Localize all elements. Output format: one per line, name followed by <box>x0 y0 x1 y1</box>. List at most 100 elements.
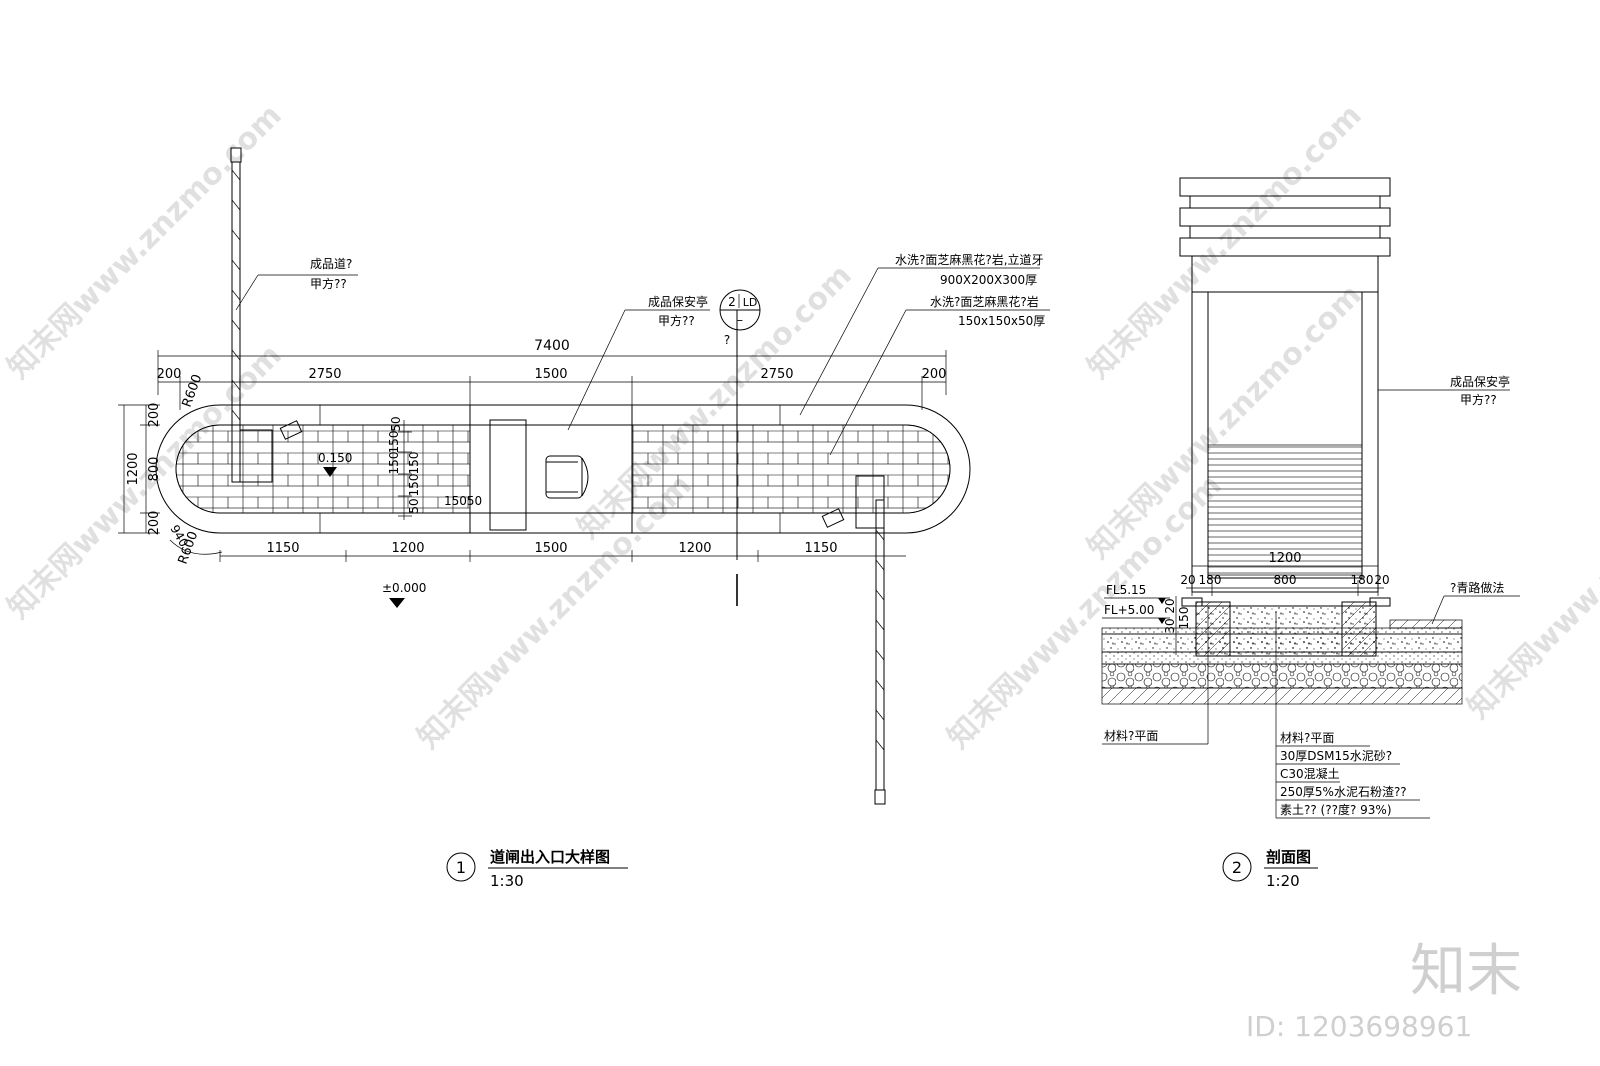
svg-text:?青路做法: ?青路做法 <box>1450 580 1504 595</box>
section-view: 1200 20 180 800 180 20 20 30 150 FL5.15 … <box>1101 177 1520 819</box>
brand-logo: 知末 <box>1410 939 1522 1004</box>
title-section-scale: 1:20 <box>1266 872 1300 890</box>
dim-bottom-2: 1200 <box>391 541 424 556</box>
watermark-text: 知末网www.znzmo.com <box>1 98 289 386</box>
dim-paver-1: 50 <box>389 416 403 431</box>
chair-icon <box>545 455 589 499</box>
dim-paver-small: 15050 <box>444 494 482 508</box>
level-fl500: FL+5.00 <box>1102 603 1170 624</box>
svg-text:材料?平面: 材料?平面 <box>1104 729 1158 743</box>
svg-text:FL5.15: FL5.15 <box>1106 583 1146 597</box>
label-booth-section: 成品保安亭 甲方?? <box>1378 374 1510 407</box>
dim-sub-2: 180 <box>1199 573 1222 587</box>
section-marker-num: 2 <box>728 295 736 309</box>
layer-label-3: C30混凝土 <box>1280 766 1340 781</box>
bottom-dimension-chain: 1150 1200 1500 1200 1150 <box>219 541 906 562</box>
dim-paver-2: 150 <box>387 431 401 454</box>
dim-side-1: 20 <box>1163 598 1177 613</box>
svg-text:水洗?面芝麻黑花?岩: 水洗?面芝麻黑花?岩 <box>930 294 1039 309</box>
curb-right <box>1341 601 1377 657</box>
label-curb: 水洗?面芝麻黑花?岩,立道牙 900X200X300厚 <box>799 252 1044 416</box>
label-paver: 水洗?面芝麻黑花?岩 150x150x50厚 <box>829 294 1050 456</box>
level-fl515: FL5.15 <box>1104 583 1170 604</box>
layer-label-4: 250厚5%水泥石粉渣?? <box>1280 785 1407 799</box>
layer-label-5: 素土?? (??度? 93%) <box>1280 802 1392 817</box>
label-finish: 材料?平面 <box>1102 606 1209 745</box>
label-gate: 成品道? 甲方?? <box>235 257 358 311</box>
section-marker-sheet: – <box>737 313 743 327</box>
dim-bottom-1: 1150 <box>266 541 299 556</box>
sensor-right <box>821 508 845 528</box>
svg-text:150x150x50厚: 150x150x50厚 <box>958 314 1045 328</box>
dim-sub-4: 180 <box>1351 573 1374 587</box>
layer-callouts: 材料?平面 30厚DSM15水泥砂? C30混凝土 250厚5%水泥石粉渣?? … <box>1275 612 1430 819</box>
dim-side-3: 150 <box>1177 607 1191 630</box>
top-dimension-chain: 200 2750 1500 2750 200 <box>157 367 947 410</box>
dim-top-2: 2750 <box>308 367 341 382</box>
title-section: 2 剖面图 1:20 <box>1222 848 1318 890</box>
road-surface <box>1389 619 1463 629</box>
dim-top-4: 2750 <box>760 367 793 382</box>
section-dimensions: 1200 20 180 800 180 20 20 30 150 <box>1163 551 1390 655</box>
dim-bottom-5: 1150 <box>804 541 837 556</box>
dim-paver-4: 150 <box>407 452 421 475</box>
section-marker: 2 LD – ? <box>719 289 761 606</box>
dim-paver-3: 150 <box>387 452 401 475</box>
barrier-arm-left <box>230 147 242 483</box>
sensor-left <box>279 420 303 440</box>
title-section-name: 剖面图 <box>1266 848 1311 866</box>
title-plan-name: 道闸出入口大样图 <box>490 848 610 866</box>
paving-left <box>175 424 471 514</box>
plan-view: 7400 200 2750 1500 2750 200 <box>118 147 1050 805</box>
svg-text:成品保安亭: 成品保安亭 <box>1450 374 1510 389</box>
dim-sub-5: 20 <box>1374 573 1389 587</box>
layer-label-1: 材料?平面 <box>1280 731 1334 745</box>
dim-top-5: 200 <box>922 367 947 382</box>
svg-text:成品保安亭: 成品保安亭 <box>648 294 708 309</box>
barrier-arm-right <box>874 499 886 805</box>
svg-text:成品道?: 成品道? <box>310 257 352 271</box>
section-marker-ref: LD <box>743 296 758 309</box>
level-island: 0.150 <box>318 451 352 477</box>
dim-left-2: 800 <box>147 457 162 482</box>
label-road: ?青路做法 <box>1431 580 1520 625</box>
dim-total: 7400 <box>534 338 570 354</box>
svg-text:甲方??: 甲方?? <box>1460 392 1497 407</box>
left-dimension-chain: 1200 200 800 200 <box>118 403 162 535</box>
section-marker-q: ? <box>724 333 730 347</box>
dim-sub-1: 20 <box>1180 573 1195 587</box>
dim-top-1: 200 <box>157 367 182 382</box>
title-plan-number: 1 <box>456 858 466 877</box>
dim-paver-5: 150 <box>407 474 421 497</box>
image-id: ID: 1203698961 <box>1246 1010 1472 1043</box>
svg-text:0.150: 0.150 <box>318 451 352 465</box>
roof-band-1 <box>1179 177 1391 197</box>
svg-text:±0.000: ±0.000 <box>382 581 426 595</box>
layer-gravel <box>1101 663 1463 689</box>
island-curb-outer <box>155 404 971 534</box>
dim-bottom-4: 1200 <box>678 541 711 556</box>
svg-text:甲方??: 甲方?? <box>658 313 695 328</box>
dim-section-width: 1200 <box>1268 551 1301 566</box>
layer-label-2: 30厚DSM15水泥砂? <box>1280 749 1392 763</box>
dim-bottom-3: 1500 <box>534 541 567 556</box>
layer-soil <box>1101 687 1463 705</box>
dim-paver-6: 50 <box>407 498 421 513</box>
paver-dimension-chain: 50 150 150 150 150 50 15050 <box>387 416 482 520</box>
svg-text:900X200X300厚: 900X200X300厚 <box>940 273 1037 287</box>
title-section-number: 2 <box>1232 858 1242 877</box>
curb-left <box>1195 601 1231 657</box>
level-ground: ±0.000 <box>382 581 426 608</box>
svg-text:FL+5.00: FL+5.00 <box>1104 603 1154 617</box>
roof-band-2 <box>1179 207 1391 227</box>
svg-text:水洗?面芝麻黑花?岩,立道牙: 水洗?面芝麻黑花?岩,立道牙 <box>895 252 1044 267</box>
overall-dimension: 7400 <box>157 338 947 395</box>
svg-text:甲方??: 甲方?? <box>310 276 347 291</box>
dim-left-1: 200 <box>147 403 162 428</box>
label-booth-plan: 成品保安亭 甲方?? <box>567 294 710 431</box>
dim-left-total: 1200 <box>126 452 141 485</box>
booth-louver <box>1207 444 1363 576</box>
dim-sub-3: 800 <box>1274 573 1297 587</box>
dim-top-3: 1500 <box>534 367 567 382</box>
